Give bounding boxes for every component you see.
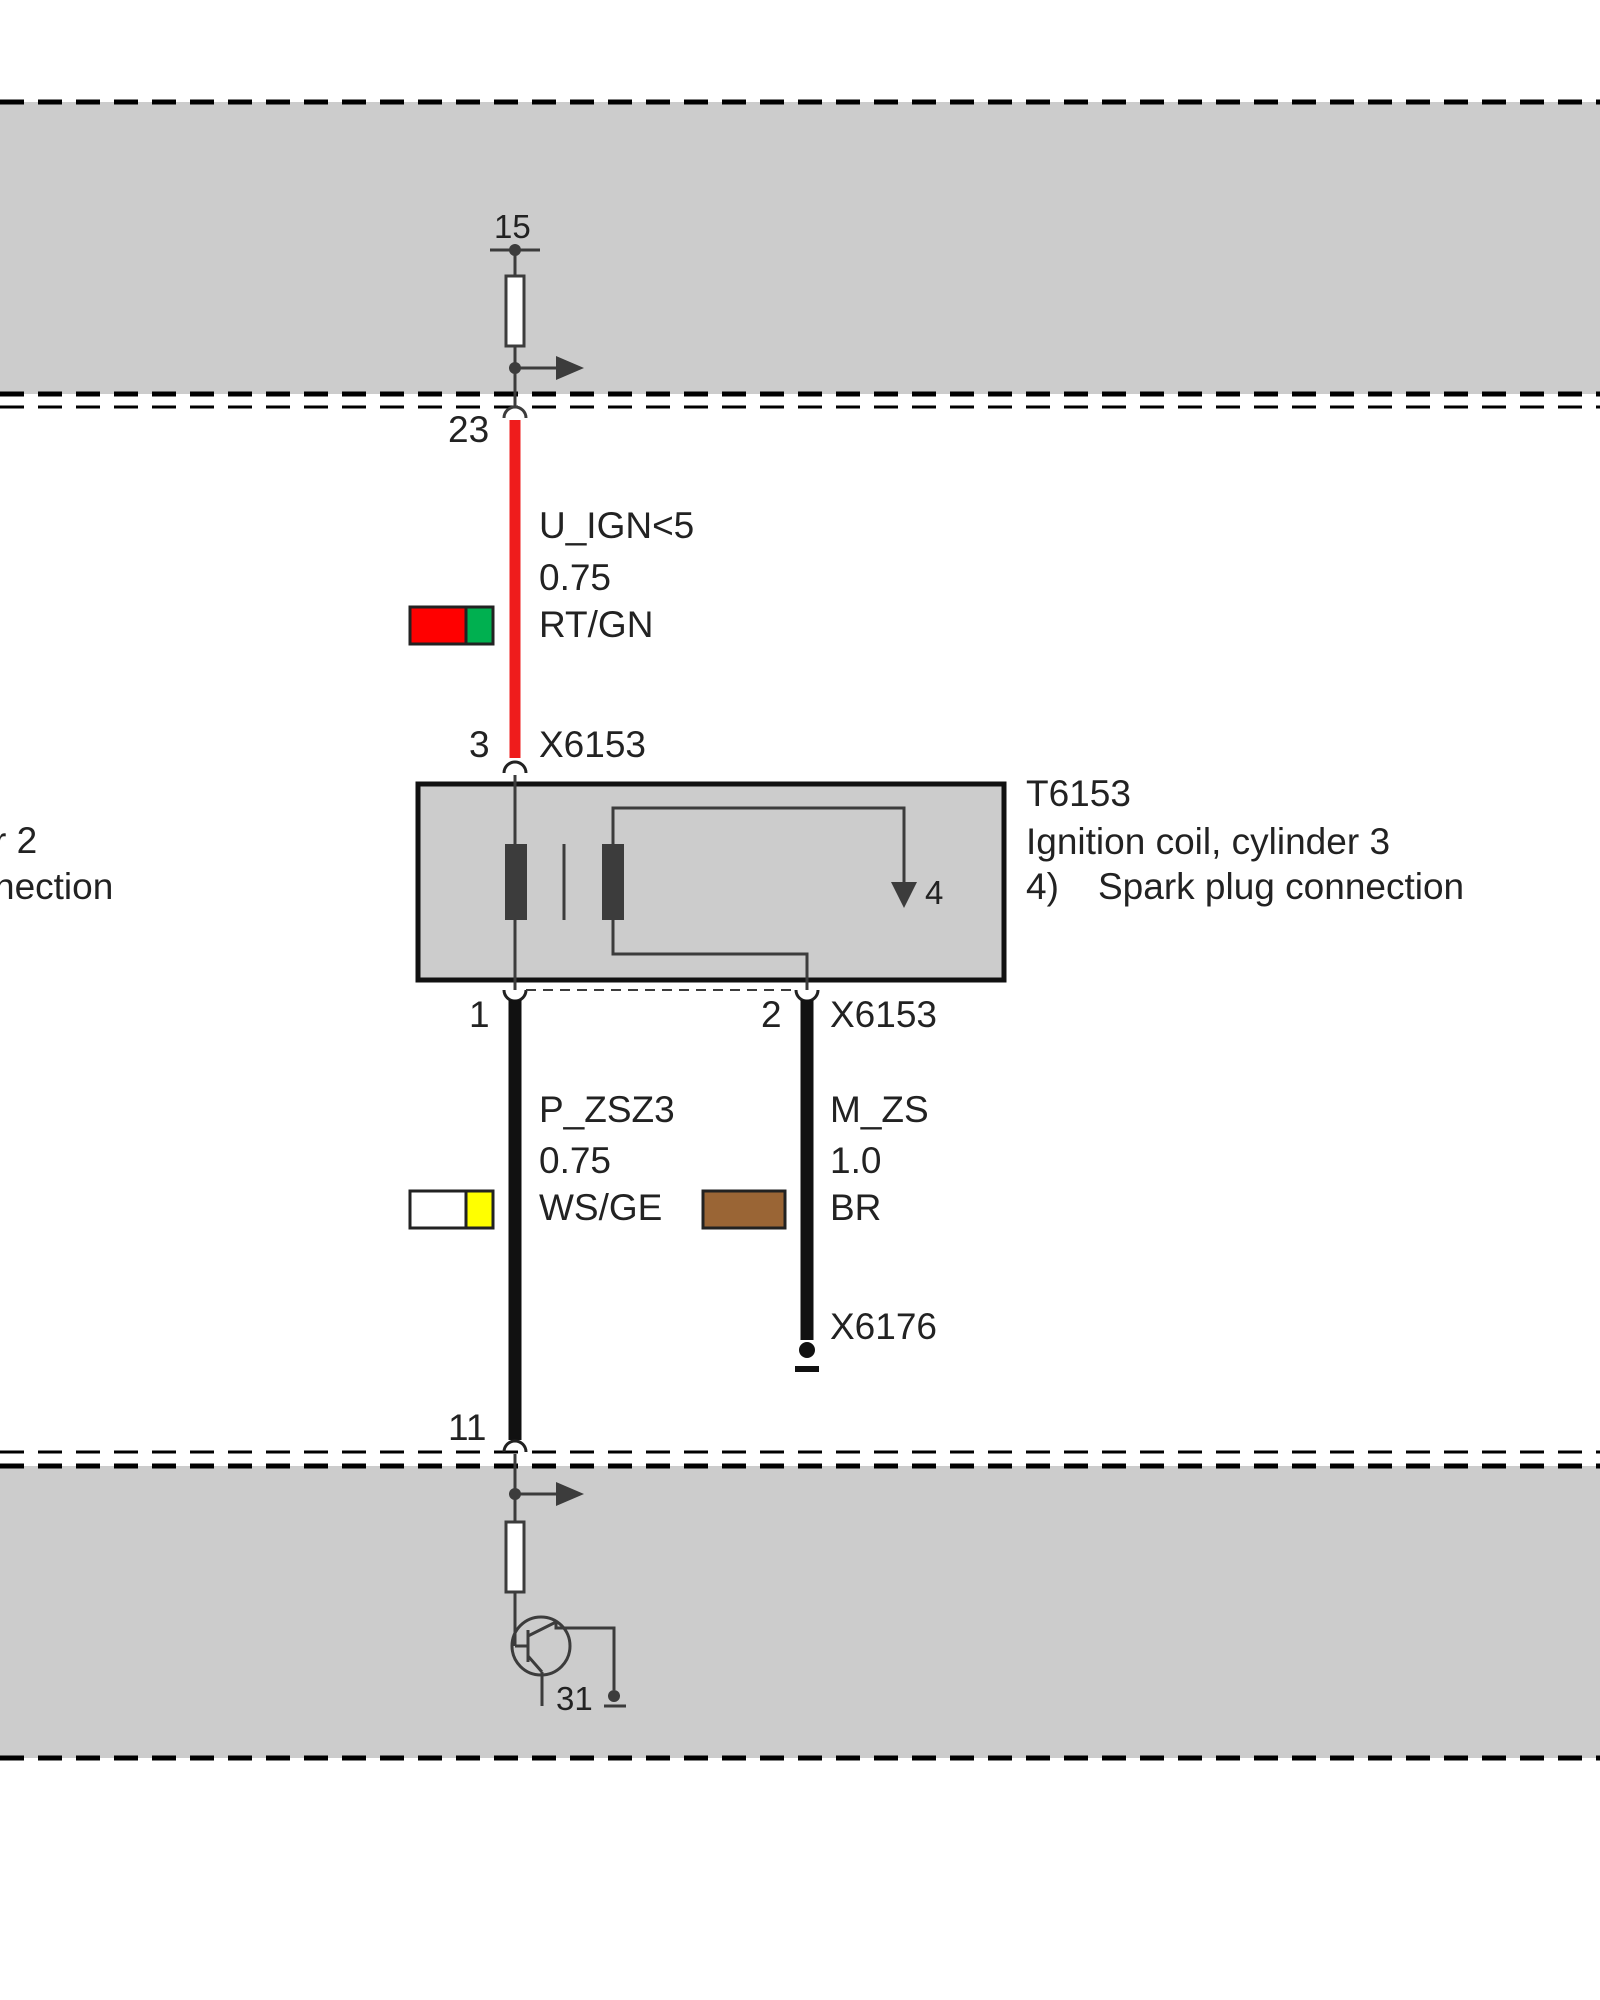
coil-note-text: Spark plug connection <box>1098 866 1464 907</box>
coil-note-number: 4) <box>1026 866 1059 907</box>
spark-output-arrow-icon <box>891 882 917 908</box>
pin-23-connector-arc <box>502 405 528 419</box>
pin-2-connector-arc <box>794 989 820 1003</box>
wire-m-zs-name: M_ZS <box>830 1089 929 1130</box>
pin-2-label: 2 <box>761 994 782 1035</box>
coil-name: Ignition coil, cylinder 3 <box>1026 821 1390 862</box>
swatch-red <box>408 605 468 646</box>
bottom-panel-fill <box>0 1466 1600 1758</box>
pin-23-label: 23 <box>448 409 489 450</box>
swatch-white <box>408 1189 468 1230</box>
terminal-15-label: 15 <box>494 208 531 245</box>
pin-1-connector-arc <box>502 989 528 1003</box>
connector-x6153-bottom: X6153 <box>830 994 937 1035</box>
driver-resistor <box>504 1520 526 1594</box>
swatch-yellow <box>464 1189 495 1230</box>
pin-3-label: 3 <box>469 724 490 765</box>
supply-sense-arrow-icon <box>556 356 584 380</box>
wire-u-ign-color-swatch <box>408 605 495 646</box>
wire-m-zs-size: 1.0 <box>830 1140 881 1181</box>
ground-connector-label: X6176 <box>830 1306 937 1347</box>
wire-p-zsz3-color-code: WS/GE <box>539 1187 662 1228</box>
left-cut-text-2: nection <box>0 866 113 907</box>
spark-output-pin-label: 4 <box>925 874 943 911</box>
wire-p-zsz3-color-swatch <box>408 1189 495 1230</box>
transistor-ground-line <box>554 1622 616 1690</box>
transistor-collector <box>527 1620 557 1638</box>
supply-resistor <box>504 274 526 348</box>
swatch-brown <box>701 1189 787 1230</box>
swatch-green <box>464 605 495 646</box>
bottom-control-unit-panel <box>0 1450 1600 1761</box>
ground-node <box>799 1342 815 1358</box>
pin-1-label: 1 <box>469 994 490 1035</box>
supply-terminal-symbol: 15 <box>490 208 584 394</box>
driver-sense-arrow-icon <box>556 1482 584 1506</box>
coil-secondary-ground-line <box>611 920 809 990</box>
pin-11-connector-arc <box>502 1439 528 1453</box>
coil-secondary-output-line <box>611 806 906 882</box>
driver-ground-node <box>608 1690 620 1702</box>
ground-point-x6176: X6176 <box>795 1306 937 1372</box>
top-panel-fill <box>0 102 1600 394</box>
terminal-31-label: 31 <box>556 1680 593 1717</box>
wire-u-ign-color-code: RT/GN <box>539 604 653 645</box>
wire-p-zsz3-size: 0.75 <box>539 1140 611 1181</box>
coil-primary-winding <box>505 844 527 920</box>
pin-11-label: 11 <box>448 1407 486 1448</box>
wire-m-zs-color-code: BR <box>830 1187 881 1228</box>
connector-x6153-top: X6153 <box>539 724 646 765</box>
top-control-unit-panel <box>0 99 1600 409</box>
wire-u-ign-name: U_IGN<5 <box>539 505 694 546</box>
wire-p-zsz3-name: P_ZSZ3 <box>539 1089 675 1130</box>
ground-symbol-icon <box>795 1366 819 1372</box>
wire-u-ign-size: 0.75 <box>539 557 611 598</box>
ignition-coil-component: 4 <box>415 775 1007 990</box>
left-cut-text-1: r 2 <box>0 820 37 861</box>
pin-3-connector-arc <box>502 760 528 774</box>
coil-secondary-winding <box>602 844 624 920</box>
coil-id: T6153 <box>1026 773 1131 814</box>
output-driver-symbol: 31 <box>504 1454 626 1717</box>
transistor-emitter <box>526 1655 544 1673</box>
